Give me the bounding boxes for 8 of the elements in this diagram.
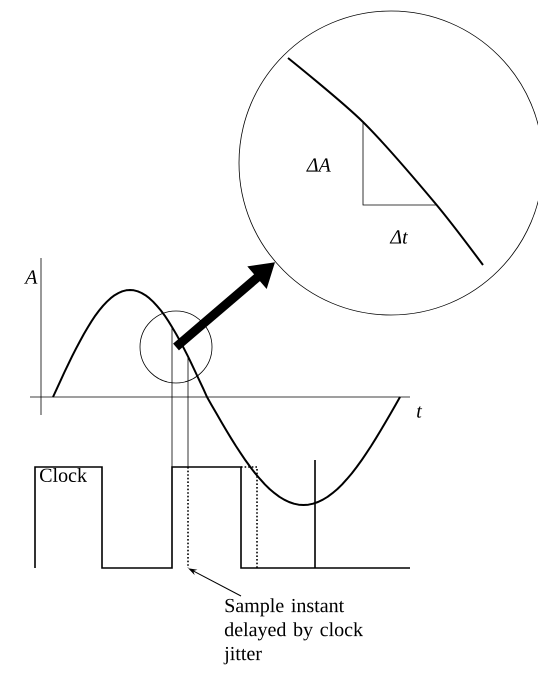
delta-label: ΔA <box>306 158 331 172</box>
magnifier-circle <box>140 310 212 384</box>
delta-label: Δt <box>390 230 408 244</box>
annotation-text: Sample instant delayed by clock jitter <box>224 598 364 664</box>
axis-label: t <box>417 406 422 418</box>
signal-label: Clock <box>40 468 87 482</box>
jitter-edge <box>187 467 189 568</box>
axis-label: A <box>24 270 38 284</box>
